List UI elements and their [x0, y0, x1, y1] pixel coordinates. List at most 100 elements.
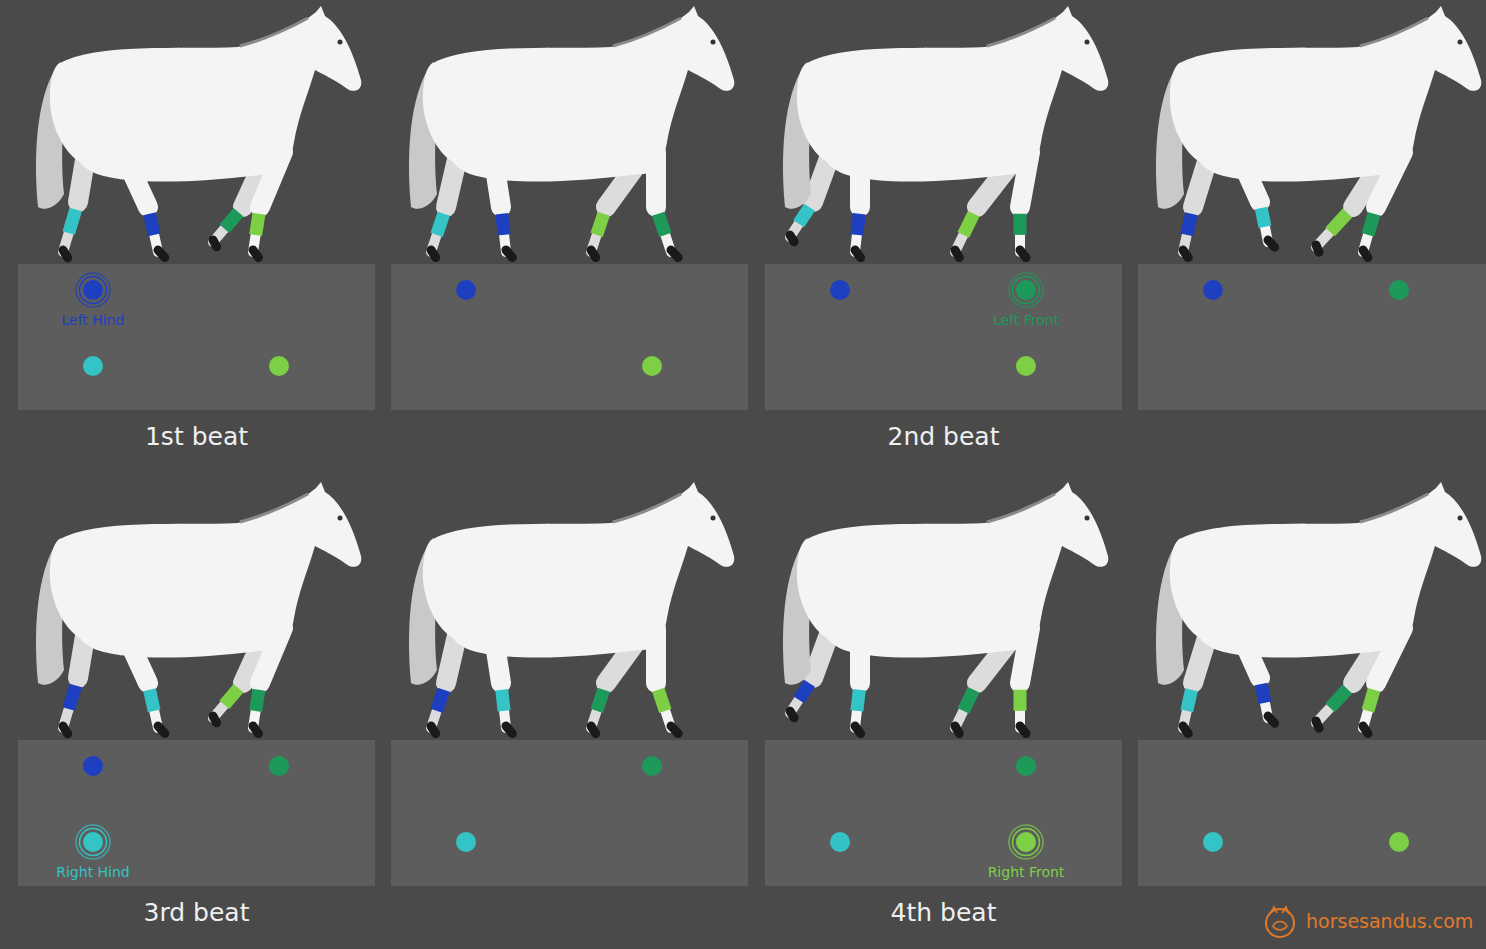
horse-illustration — [1138, 2, 1486, 264]
eye — [338, 40, 343, 45]
leg-wrap — [69, 210, 76, 234]
lower-leg — [253, 162, 283, 252]
hoof-dot — [456, 280, 476, 300]
lower-leg — [253, 638, 283, 728]
lower-leg — [656, 162, 671, 252]
hoof — [63, 250, 68, 258]
logo-icon — [1262, 904, 1302, 940]
eye — [1085, 516, 1090, 521]
leg-wrap — [1368, 690, 1374, 711]
hoof — [591, 250, 596, 258]
footfall-panel — [1138, 740, 1486, 886]
leg-wrap — [1330, 689, 1347, 708]
impact-ring — [1013, 277, 1040, 304]
impact-ring — [80, 277, 107, 304]
hoof — [790, 711, 794, 718]
footfall-dots — [18, 264, 375, 410]
mane — [613, 494, 681, 522]
eye — [711, 516, 716, 521]
lower-leg — [1020, 162, 1030, 252]
hoof-dot — [83, 756, 103, 776]
leg-wrap — [799, 207, 810, 223]
hoof-dot — [83, 356, 103, 376]
impact-ring — [80, 829, 107, 856]
eye — [1458, 516, 1463, 521]
footfall-panel — [1138, 264, 1486, 410]
hoof — [955, 250, 959, 258]
footfall-dots — [765, 264, 1122, 410]
horse-body — [50, 6, 361, 182]
impact-ring — [1009, 825, 1043, 859]
lower-leg — [1233, 628, 1268, 718]
impact-ring — [1009, 273, 1043, 307]
hoof — [1363, 726, 1368, 734]
hoof — [158, 726, 165, 734]
horse-body — [797, 6, 1108, 182]
hoof-dot — [269, 756, 289, 776]
leg-wrap — [799, 683, 810, 699]
hoof — [253, 726, 258, 734]
beat-label: 2nd beat — [888, 422, 1000, 451]
hoof — [431, 726, 436, 734]
lower-leg — [118, 152, 158, 252]
hoof — [1268, 716, 1275, 723]
horse-body — [423, 6, 734, 182]
leg-wrap — [256, 690, 259, 711]
leg-wrap — [658, 690, 665, 711]
hoof — [1268, 240, 1275, 247]
hoof — [431, 250, 436, 258]
leg-wrap — [963, 214, 973, 235]
horse-body — [50, 482, 361, 658]
hoof-dot — [1203, 280, 1223, 300]
hoof — [1316, 245, 1319, 252]
footfall-dots — [391, 740, 748, 886]
footfall-dots — [1138, 740, 1486, 886]
leg-wrap — [1261, 684, 1265, 703]
watermark: horsesandus.com — [1306, 910, 1473, 932]
mane — [987, 494, 1055, 522]
hoof-dot — [642, 356, 662, 376]
horse-body — [423, 482, 734, 658]
hoof — [1363, 250, 1368, 258]
lower-leg — [1363, 638, 1403, 728]
leg-wrap — [256, 214, 259, 235]
leg-wrap — [150, 690, 155, 711]
hoof — [1020, 250, 1026, 258]
hoof — [671, 250, 678, 258]
horse-illustration — [18, 478, 368, 740]
horse-body — [797, 482, 1108, 658]
lower-leg — [1363, 162, 1403, 252]
mane — [613, 18, 681, 46]
hoof-label: Left Front — [993, 312, 1059, 328]
lower-leg — [431, 628, 461, 728]
hoof-dot — [1016, 356, 1036, 376]
impact-ring — [76, 825, 110, 859]
horse-illustration — [765, 2, 1115, 264]
hoof — [671, 726, 678, 734]
horse-illustration — [18, 2, 368, 264]
hoof — [506, 250, 512, 258]
beat-label: 3rd beat — [144, 898, 250, 927]
hoof-dot — [83, 832, 103, 852]
hoof-dot — [1016, 832, 1036, 852]
hoof — [213, 240, 217, 247]
hoof — [158, 250, 165, 258]
hoof — [1183, 250, 1188, 258]
hoof — [1020, 726, 1026, 734]
lower-leg — [491, 152, 506, 252]
leg-wrap — [857, 214, 859, 235]
hoof — [855, 250, 861, 258]
lower-leg — [1020, 638, 1030, 728]
eye — [338, 516, 343, 521]
hoof-dot — [1389, 280, 1409, 300]
hoof — [955, 726, 959, 734]
hoof — [790, 235, 794, 242]
impact-ring — [1013, 829, 1040, 856]
footfall-dots — [765, 740, 1122, 886]
lower-leg — [855, 628, 860, 728]
lower-leg — [118, 628, 158, 728]
mane — [240, 494, 308, 522]
mane — [1360, 494, 1428, 522]
horse-illustration — [391, 478, 741, 740]
